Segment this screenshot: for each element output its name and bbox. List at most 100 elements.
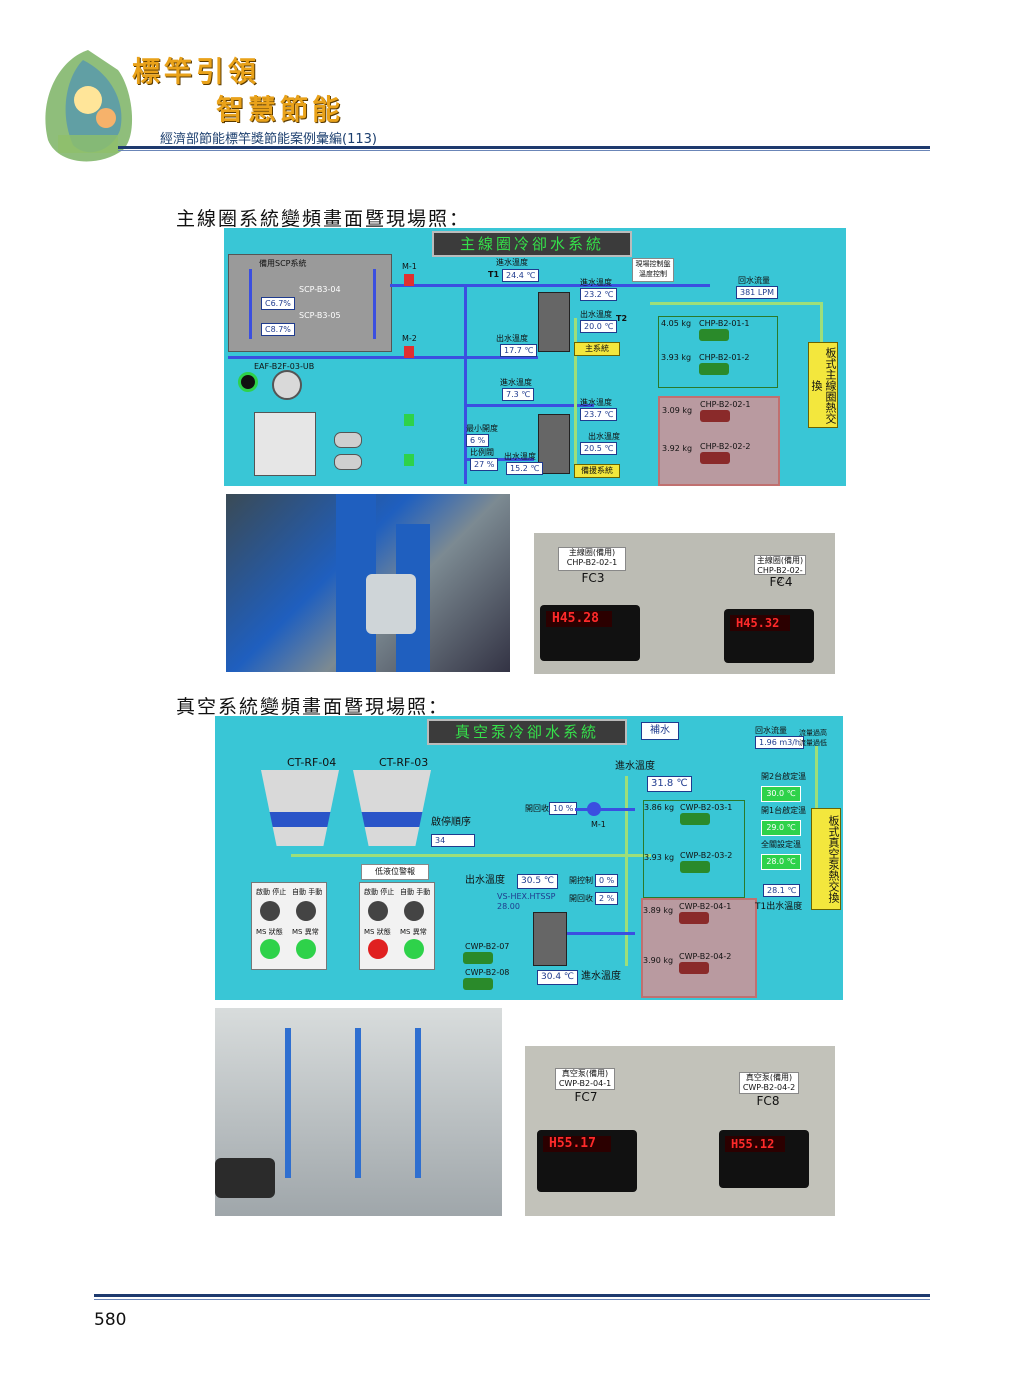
plate-heat-exchanger-1 (538, 292, 570, 352)
outlet-value-1: 20.0 ℃ (580, 320, 618, 333)
pipe (464, 404, 594, 407)
motor (215, 1158, 275, 1198)
pump-icon[interactable] (463, 952, 493, 964)
outlet-label-4: 出水溫度 (504, 452, 536, 461)
low-water-alarm: 低液位警報 (361, 864, 429, 880)
pump-icon[interactable] (679, 912, 709, 924)
backup-scp-box: 備用SCP系統 C6.7% C8.7% SCP-B3-04 SCP-B3-05 (228, 254, 392, 352)
logo-emblem (28, 40, 148, 170)
outlet-value-3: 20.5 ℃ (580, 442, 618, 455)
pipe (249, 269, 252, 339)
vfd-controller-4: H55.12 (719, 1130, 809, 1188)
fc-label-1: FC3 (581, 571, 605, 585)
pump-icon[interactable] (679, 962, 709, 974)
flow-high-label: 流量過高 (799, 729, 827, 737)
pump-name: CWP-B2-03-2 (680, 851, 733, 860)
panel-btn-label: MS 狀態 (364, 928, 391, 936)
panel-btn-label: 自動 手動 (292, 888, 323, 896)
inlet-temp-label: 進水溫度 (615, 761, 655, 772)
fc-label-2: FC4 (769, 575, 793, 589)
pipe-room-photo (226, 494, 510, 672)
pipe (565, 932, 635, 935)
valve-green-1[interactable] (404, 414, 414, 426)
full-close-value[interactable]: 28.0 ℃ (761, 854, 801, 870)
panel-btn-label: 啟動 停止 (364, 888, 395, 896)
vfd-tag-line1: 真空泵(備用) (561, 1069, 609, 1078)
pump-icon[interactable] (699, 329, 729, 341)
start-order-label: 啟停順序 (431, 817, 471, 828)
pump-pressure: 4.05 kg (661, 319, 692, 328)
pipe (464, 458, 534, 461)
pump-group-2: CHP-B2-02-1 3.09 kg CHP-B2-02-2 3.92 kg (658, 396, 780, 486)
pump-icon[interactable] (680, 813, 710, 825)
vfd-tag-line2: CHP-B2-02-2 (757, 566, 803, 585)
return-flow-value: 1.96 m3/h (755, 736, 805, 749)
pump-icon (334, 432, 362, 448)
pipe (285, 1028, 291, 1178)
ct-label-1: CT-RF-04 (287, 756, 337, 769)
vfd-display-2: H45.32 (730, 615, 790, 631)
vfd-tag-2: 主線圈(備用) CHP-B2-02-2 (754, 555, 806, 585)
ct-label-2: CT-RF-03 (379, 756, 429, 769)
inlet-value-3: 23.7 ℃ (580, 408, 618, 421)
header-title-line2: 智慧節能 (216, 93, 345, 126)
pump-pressure: 3.89 kg (643, 906, 674, 915)
pipe (355, 1028, 361, 1178)
status-lamp-green (260, 939, 280, 959)
valve-control-value: 0 % (595, 874, 619, 887)
pipe (415, 1028, 421, 1178)
valve-m1-label: M-1 (591, 820, 606, 829)
start2-label: 開2台啟定溫 (761, 772, 807, 781)
hex-value: 28.00 (497, 902, 520, 911)
vfd-panel-photo-2: 真空泵(備用) CWP-B2-04-1 FC7 H55.17 真空泵(備用) C… (525, 1046, 835, 1216)
selector-knob[interactable] (260, 901, 280, 921)
pump-pressure: 3.93 kg (661, 353, 692, 362)
inlet-label-1: 進水溫度 (580, 278, 612, 287)
vfd-tag-line1: 主線圈(備用) (568, 548, 616, 557)
start2-value[interactable]: 30.0 ℃ (761, 786, 801, 802)
return-flow-label: 回水流量 (755, 726, 787, 735)
main-coil-scada-panel: 主線圈冷卻水系統 備用SCP系統 C6.7% C8.7% SCP-B3-04 S… (224, 228, 846, 486)
main-system-label[interactable]: 主系統 (574, 342, 620, 356)
pump-icon[interactable] (699, 363, 729, 375)
inlet-temp-value: 31.8 ℃ (647, 776, 692, 792)
outlet-value-left: 17.7 ℃ (500, 344, 538, 357)
selector-knob[interactable] (368, 901, 388, 921)
pump-name: CWP-B2-04-2 (679, 952, 732, 961)
pump-name: CHP-B2-01-2 (699, 353, 750, 362)
panel-btn-label: MS 狀態 (256, 928, 283, 936)
pump-name: CWP-B2-03-1 (680, 803, 733, 812)
pump-icon[interactable] (463, 978, 493, 990)
header-title-line1: 標竿引領 (132, 55, 261, 88)
valve-m1[interactable] (404, 274, 414, 286)
start1-value[interactable]: 29.0 ℃ (761, 820, 801, 836)
inlet-value-2: 7.3 ℃ (502, 388, 535, 401)
valve-green-2[interactable] (404, 454, 414, 466)
pipe (390, 284, 710, 287)
t2-label: T2 (616, 314, 628, 323)
valve-return-value: 2 % (595, 892, 619, 905)
outlet-label-left: 出水溫度 (496, 334, 528, 343)
valve-m1-label: M-1 (402, 262, 417, 271)
vfd-tag-line1: 真空泵(備用) (745, 1073, 793, 1082)
pump-icon (334, 454, 362, 470)
pump-icon[interactable] (680, 861, 710, 873)
valve-m2[interactable] (404, 346, 414, 358)
inlet2-label: 進水溫度 (581, 971, 621, 982)
pump-pressure: 3.86 kg (644, 803, 675, 812)
hex-label: VS-HEX.HTSSP (497, 892, 556, 901)
pump-icon[interactable] (700, 452, 730, 464)
header-rule-thin (118, 150, 930, 151)
vfd-tag-3: 真空泵(備用) CWP-B2-04-1 (555, 1068, 615, 1090)
vacuum-pump-room-photo (215, 1008, 502, 1216)
selector-knob[interactable] (404, 901, 424, 921)
valve-control-label: 開控制 (569, 876, 593, 885)
inlet-value-1: 23.2 ℃ (580, 288, 618, 301)
pump-group-1: CWP-B2-03-1 3.86 kg CWP-B2-03-2 3.93 kg (643, 800, 745, 898)
backup-system-label[interactable]: 備援系統 (574, 464, 620, 478)
refill-button[interactable]: 補水 (641, 722, 679, 740)
pump-icon[interactable] (700, 410, 730, 422)
selector-knob[interactable] (296, 901, 316, 921)
pump-pressure: 3.92 kg (662, 444, 693, 453)
valve-opening-value: 10 % (549, 802, 578, 815)
